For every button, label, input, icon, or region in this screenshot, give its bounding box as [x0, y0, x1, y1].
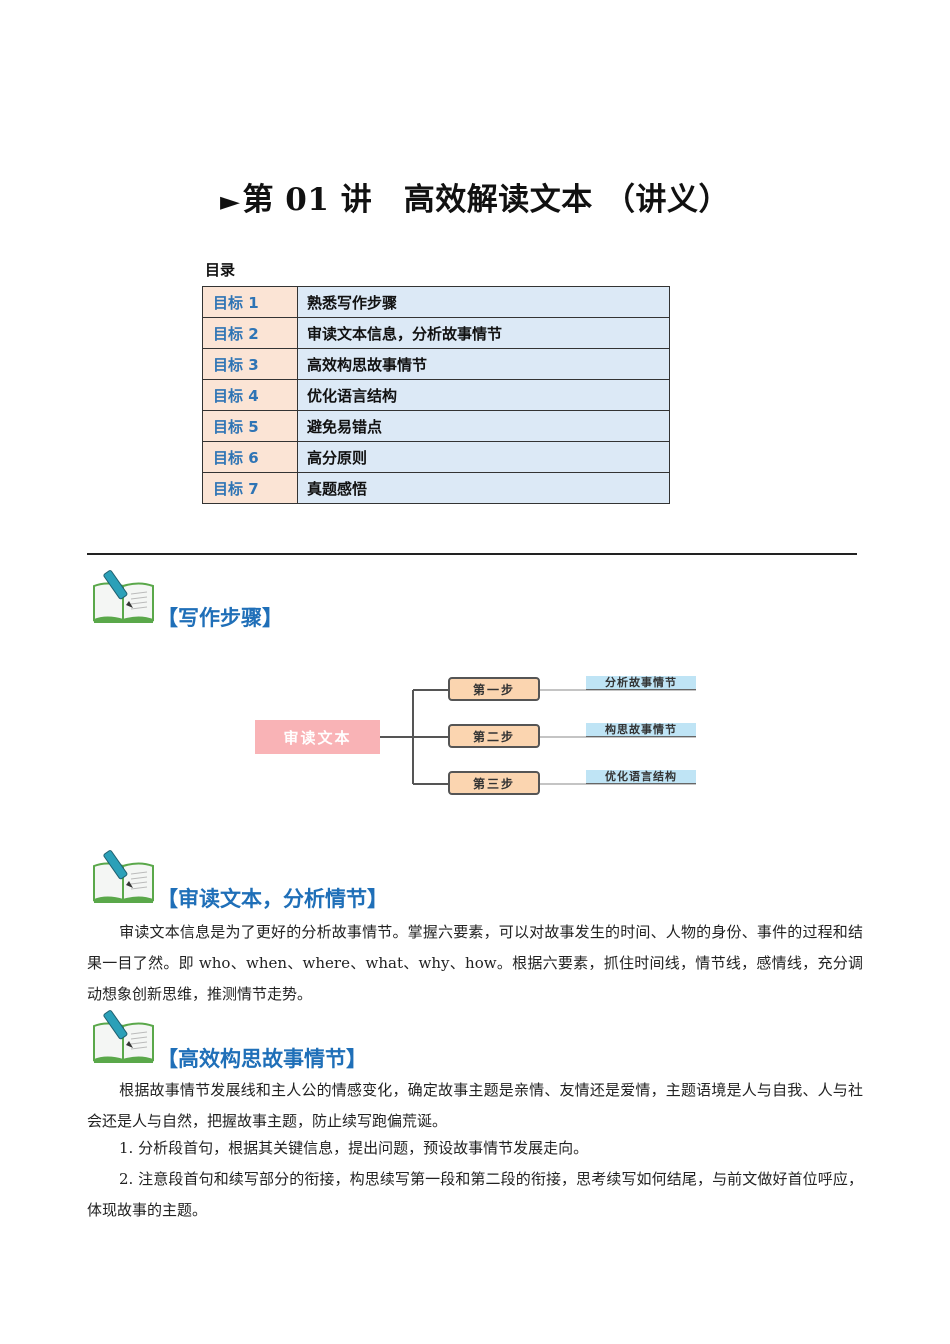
toc-value: 审读文本信息，分析故事情节	[297, 317, 670, 349]
paragraph-text: 2. 注意段首句和续写部分的衔接，构思续写第一段和第二段的衔接，思考续写如何结尾…	[87, 1170, 863, 1219]
paragraph: 根据故事情节发展线和主人公的情感变化，确定故事主题是亲情、友情还是爱情，主题语境…	[87, 1075, 863, 1137]
toc-value: 高分原则	[297, 441, 670, 473]
toc-key: 目标 6	[202, 441, 298, 473]
toc-value: 避免易错点	[297, 410, 670, 442]
toc-value: 真题感悟	[297, 472, 670, 504]
toc-key: 目标 1	[202, 286, 298, 318]
toc-key: 目标 2	[202, 317, 298, 349]
diagram-result-node: 分析故事情节	[586, 676, 696, 690]
paragraph: 审读文本信息是为了更好的分析故事情节。掌握六要素，可以对故事发生的时间、人物的身…	[87, 917, 863, 1010]
paragraph: 2. 注意段首句和续写部分的衔接，构思续写第一段和第二段的衔接，思考续写如何结尾…	[87, 1164, 863, 1226]
paragraph-text: 根据故事情节发展线和主人公的情感变化，确定故事主题是亲情、友情还是爱情，主题语境…	[87, 1081, 863, 1130]
book-pencil-icon	[93, 570, 154, 623]
diagram-step-node: 第一步	[448, 677, 540, 701]
diagram-root-node: 审读文本	[255, 720, 380, 754]
section-heading-text: 【审读文本，分析情节】	[157, 887, 388, 911]
section-divider	[87, 553, 857, 555]
page-title: ►第 01 讲 高效解读文本 （讲义）	[0, 174, 950, 219]
paragraph-text: 1. 分析段首句，根据其关键信息，提出问题，预设故事情节发展走向。	[119, 1139, 589, 1157]
section-heading-text: 【写作步骤】	[157, 606, 283, 630]
book-pencil-icon	[93, 1010, 154, 1063]
toc-key: 目标 4	[202, 379, 298, 411]
book-pencil-icon	[93, 850, 154, 903]
toc-key: 目标 3	[202, 348, 298, 380]
page-title-text: 第 01 讲 高效解读文本 （讲义）	[242, 182, 731, 218]
diagram-step-node: 第二步	[448, 724, 540, 748]
diagram-step-node: 第三步	[448, 771, 540, 795]
paragraph: 1. 分析段首句，根据其关键信息，提出问题，预设故事情节发展走向。	[87, 1133, 863, 1164]
toc-value: 优化语言结构	[297, 379, 670, 411]
toc-key: 目标 5	[202, 410, 298, 442]
paragraph-text: 审读文本信息是为了更好的分析故事情节。掌握六要素，可以对故事发生的时间、人物的身…	[87, 923, 863, 1003]
toc-value: 熟悉写作步骤	[297, 286, 670, 318]
section-heading-text: 【高效构思故事情节】	[157, 1047, 367, 1071]
diagram-result-node: 优化语言结构	[586, 770, 696, 784]
triangle-marker-icon: ►	[219, 187, 241, 217]
toc-value: 高效构思故事情节	[297, 348, 670, 380]
toc-label: 目录	[205, 261, 236, 279]
writing-steps-diagram: 审读文本 第一步 第二步 第三步 分析故事情节 构思故事情节 优化语言结构	[250, 665, 710, 805]
diagram-connectors	[380, 689, 696, 785]
toc-key: 目标 7	[202, 472, 298, 504]
diagram-result-node: 构思故事情节	[586, 723, 696, 737]
